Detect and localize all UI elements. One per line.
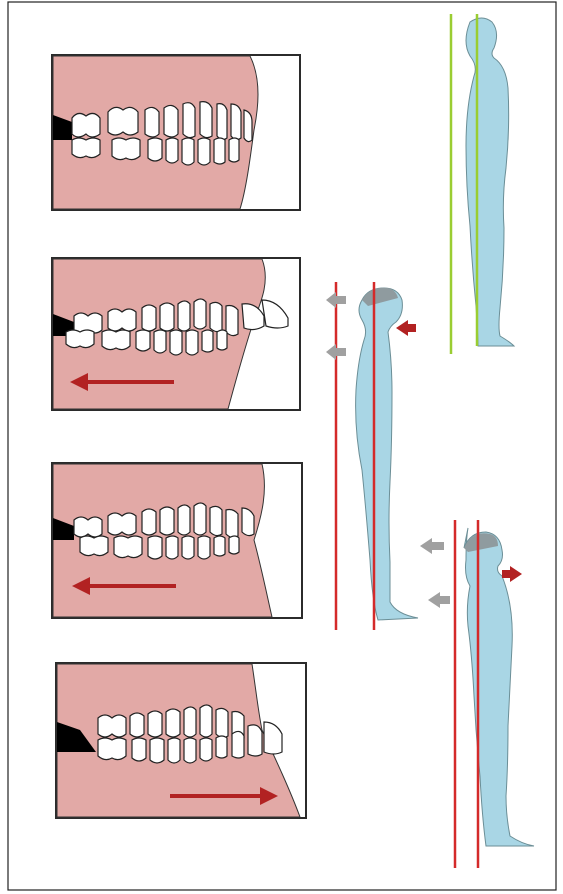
body-silhouette [356,288,418,620]
gray-arrow-back-head-stem [336,296,346,304]
upright-posture-figure [451,14,514,354]
chin-forward-posture-figure [420,520,534,868]
gray-arrow-back-head-stem [432,542,444,550]
red-arrow-chin [396,320,408,336]
body-silhouette [464,528,534,846]
bite-panel-retruded [52,463,302,618]
bite-panel-overbite [52,258,300,410]
red-arrow-chin-stem [502,570,510,578]
bite-panel-normal [52,55,300,210]
gray-arrow-back-head [420,538,432,554]
gray-arrow-neck-stem [440,596,450,604]
red-arrow-chin [510,566,522,582]
gray-arrow-neck [428,592,440,608]
gray-arrow-neck-stem [336,348,346,356]
forward-head-posture-figure [326,282,418,630]
red-arrow-chin-stem [408,324,416,332]
gray-arrow-neck [326,344,336,360]
gray-arrow-back-head [326,292,336,308]
bite-panel-underbite [56,663,306,818]
body-silhouette [466,18,514,346]
